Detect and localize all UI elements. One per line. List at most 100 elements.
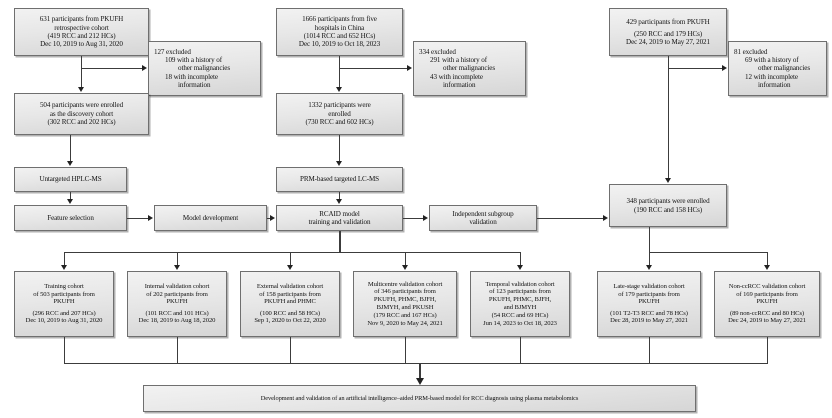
- arrow-untargeted-to-feature: [66, 199, 73, 204]
- arrow-feature-to-model: [148, 214, 153, 221]
- text-line: 429 participants from PKUFH: [626, 17, 710, 26]
- text-line: 291 with a history of: [430, 55, 488, 64]
- text-line: Dec 24, 2019 to May 27, 2021: [728, 317, 806, 325]
- text-line: (89 non-ccRCC and 80 HCs): [729, 309, 805, 317]
- text-line: PKUFH: [53, 298, 75, 306]
- riser-cohort-5: [649, 337, 650, 363]
- text-line: 12 with incomplete: [745, 72, 798, 81]
- text-line: PKUFH: [166, 298, 188, 306]
- connector-col3-stem: [339, 56, 340, 87]
- text-line: PKUFH: [756, 298, 778, 306]
- text-line: of 202 participants from: [146, 290, 208, 298]
- connector-348-down: [649, 227, 650, 252]
- riser-cohort-1: [177, 337, 178, 363]
- text-line: (101 RCC and 101 HCs): [145, 309, 209, 317]
- connector-bus-to-conclusion: [419, 363, 421, 378]
- text-line: (179 RCC and 167 HCs): [373, 311, 437, 319]
- riser-cohort-2: [290, 337, 291, 363]
- connector-col5-to-excluded: [668, 68, 722, 69]
- text-line: and BJMYH: [503, 304, 537, 311]
- drop-cohort-4: [520, 252, 521, 265]
- text-line: Dec 10, 2019 to Aug 31, 2020: [25, 317, 103, 325]
- text-line: of 503 participants from: [33, 290, 95, 298]
- text-line: Dec 28, 2019 to May 27, 2021: [610, 317, 688, 325]
- text-line: (1014 RCC and 652 HCs): [303, 32, 376, 40]
- text-line: 81 excluded: [734, 47, 768, 56]
- arrow-cohort-4: [516, 265, 523, 270]
- arrow-model-to-rcaid: [270, 214, 275, 221]
- text-line: information: [178, 81, 211, 90]
- bus-348-fanout: [649, 252, 767, 253]
- text-line: (190 RCC and 158 HCs): [633, 205, 703, 214]
- text-line: Nov 9, 2020 to May 24, 2021: [367, 319, 443, 327]
- connector-feature-to-model: [127, 218, 148, 219]
- text-line: 109 with a history of: [165, 55, 223, 64]
- arrow-cohort-0: [60, 265, 67, 270]
- text-line: of 179 participants from: [618, 290, 680, 298]
- connector-col5-stem: [668, 56, 669, 178]
- text-line: Dec 10, 2019 to Aug 31, 2020: [40, 40, 123, 49]
- arrow-cohort-6: [763, 265, 770, 270]
- arrow-enrolled-to-prm: [335, 161, 342, 166]
- text-line: validation: [469, 218, 497, 226]
- text-line: other malignancies: [178, 64, 230, 73]
- arrow-cohort-5: [645, 265, 652, 270]
- box-prm-targeted-lc-ms: PRM-based targeted LC-MS: [276, 167, 403, 192]
- box-subgroup-enrolled: 348 participants were enrolled(190 RCC a…: [609, 184, 727, 227]
- drop-cohort-1: [177, 252, 178, 265]
- drop-cohort-6: [767, 252, 768, 265]
- bus-rcaid-fanout: [64, 252, 520, 253]
- box-model-development: Model development: [154, 205, 267, 231]
- arrow-col3-to-excluded: [407, 64, 412, 71]
- drop-cohort-2: [290, 252, 291, 265]
- connector-subgroup-to-enrolled: [537, 218, 603, 219]
- bus-conclusion: [64, 363, 768, 364]
- text-line: Independent subgroup: [452, 209, 514, 218]
- connector-col3-to-excluded: [339, 68, 407, 69]
- text-line: Sep 1, 2020 to Oct 22, 2020: [254, 317, 326, 325]
- drop-cohort-5: [649, 252, 650, 265]
- text-line: (419 RCC and 212 HCs): [47, 32, 116, 40]
- arrow-rcaid-to-subgroup: [423, 214, 428, 221]
- riser-cohort-0: [64, 337, 65, 363]
- text-line: enrolled: [328, 109, 351, 118]
- text-line: other malignancies: [443, 64, 495, 73]
- box-conclusion: Development and validation of an artific…: [143, 385, 696, 412]
- text-line: training and validation: [308, 218, 371, 226]
- box-feature-selection: Feature selection: [14, 205, 127, 231]
- text-line: information: [758, 81, 791, 90]
- drop-cohort-0: [64, 252, 65, 265]
- text-line: of 169 participants from: [736, 290, 798, 298]
- text-line: of 123 participants from: [489, 288, 551, 296]
- arrow-cohort-1: [173, 265, 180, 270]
- text-line: hospitals in China: [314, 23, 365, 32]
- connector-prm-to-rcaid: [339, 192, 340, 199]
- text-line: 334 excluded: [419, 47, 456, 56]
- text-line: as the discovery cohort: [49, 109, 114, 118]
- arrow-subgroup-to-enrolled: [603, 214, 608, 221]
- arrow-discovery-to-untargeted: [66, 161, 73, 166]
- arrow-prm-to-rcaid: [335, 199, 342, 204]
- text-line: (730 RCC and 602 HCs): [305, 118, 374, 127]
- text-line: PKUFH, PHMC, BJFH,: [488, 296, 552, 304]
- text-line: Untargeted HPLC-MS: [39, 175, 102, 184]
- text-line: 18 with incomplete: [165, 72, 218, 81]
- arrow-to-conclusion: [415, 378, 424, 385]
- text-line: (101 T2-T3 RCC and 78 HCs): [610, 309, 688, 317]
- riser-cohort-4: [520, 337, 521, 363]
- text-line: RCAID model: [319, 209, 360, 218]
- arrow-col5-to-enrolled: [664, 178, 671, 183]
- arrow-cohort-2: [286, 265, 293, 270]
- text-line: External validation cohort: [256, 282, 324, 290]
- text-line: Model development: [182, 213, 239, 222]
